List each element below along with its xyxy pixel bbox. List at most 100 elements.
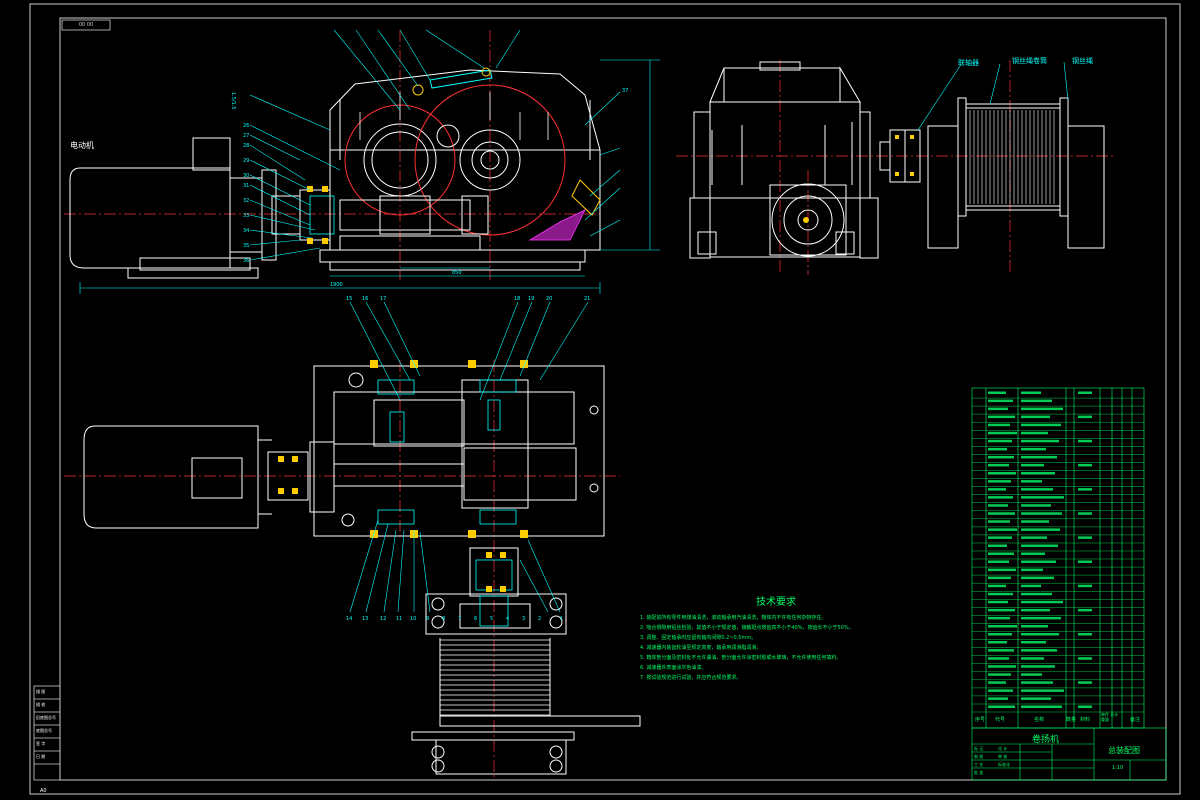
motor-plan bbox=[83, 425, 272, 529]
parts-cell-mark bbox=[988, 592, 1013, 596]
title-block bbox=[971, 727, 1167, 781]
parts-cell-mark bbox=[988, 633, 1012, 636]
parts-cell-mark bbox=[988, 544, 1007, 547]
parts-cell-mark bbox=[1021, 697, 1051, 700]
title-block-label: 审 核 bbox=[998, 754, 1008, 759]
parts-cell-mark bbox=[988, 496, 1013, 499]
parts-header-name: 名称 bbox=[1034, 717, 1045, 723]
part-callout: 11 bbox=[396, 616, 403, 622]
callout: 32 bbox=[243, 198, 250, 204]
parts-cell-mark bbox=[1021, 447, 1046, 451]
parts-cell-mark bbox=[1021, 415, 1050, 419]
parts-cell-mark bbox=[1021, 673, 1042, 676]
callout-25-text: 1.5/1.5 bbox=[230, 92, 236, 110]
tech-requirement-item: 2. 啮合侧隙用铅丝检验，其值不小于规定值，接触斑点按齿高不小于40%，按齿长不… bbox=[640, 625, 854, 631]
title-block-label: 工 艺 bbox=[974, 762, 984, 767]
gear-right bbox=[414, 84, 566, 236]
parts-cell-mark bbox=[1021, 472, 1055, 475]
parts-cell-mark bbox=[988, 568, 1016, 572]
parts-cell-mark bbox=[1021, 625, 1048, 628]
parts-cell-mark bbox=[988, 480, 1011, 483]
parts-cell-mark bbox=[1021, 552, 1045, 555]
parts-cell-mark bbox=[988, 689, 1013, 692]
parts-cell-mark bbox=[988, 576, 1011, 580]
callout: 33 bbox=[243, 213, 250, 219]
part-callout: 17 bbox=[380, 296, 387, 302]
parts-cell-mark bbox=[988, 512, 1015, 515]
title-block-label: 标 记 bbox=[974, 746, 984, 751]
parts-cell-mark bbox=[1021, 528, 1060, 531]
tech-requirements-title: 技术要求 bbox=[756, 597, 796, 608]
corner-code: A0 bbox=[40, 788, 47, 794]
parts-cell-mark bbox=[1078, 657, 1092, 660]
parts-cell-mark bbox=[1021, 616, 1061, 620]
side-label-rope: 钢丝绳 bbox=[1072, 57, 1093, 65]
part-callout: 10 bbox=[410, 616, 417, 622]
coupling-side bbox=[879, 129, 921, 183]
tech-requirements-list: 1. 装配前所有零件用煤油清洗，滚动轴承用汽油清洗，箱体内不许有任何杂物存在。 … bbox=[640, 613, 900, 683]
parts-cell-mark bbox=[1021, 536, 1047, 539]
parts-cell-mark bbox=[988, 439, 1012, 443]
parts-list-text-marks bbox=[988, 391, 1092, 708]
parts-cell-mark bbox=[1078, 608, 1092, 612]
left-strip-label: 旧底图总号 bbox=[36, 715, 56, 720]
parts-cell-mark bbox=[1021, 504, 1051, 507]
parts-cell-mark bbox=[988, 608, 1015, 612]
parts-header-qty: 数量 bbox=[1066, 717, 1077, 723]
parts-header-material: 材料 bbox=[1080, 717, 1091, 723]
parts-cell-mark bbox=[1078, 560, 1092, 563]
callout: 35 bbox=[243, 243, 250, 249]
left-strip-label: 底图总号 bbox=[36, 728, 52, 733]
gearbox-side bbox=[689, 61, 879, 259]
frame-tag: 00 00 bbox=[78, 22, 94, 28]
parts-cell-mark bbox=[988, 560, 1009, 563]
part-callout: 9 bbox=[426, 616, 430, 622]
tech-requirement-item: 1. 装配前所有零件用煤油清洗，滚动轴承用汽油清洗，箱体内不许有任何杂物存在。 bbox=[640, 615, 827, 621]
parts-cell-mark bbox=[988, 681, 1006, 684]
left-strip-label: 描 校 bbox=[36, 702, 46, 707]
parts-cell-mark bbox=[1021, 576, 1054, 580]
callout: 27 bbox=[243, 133, 250, 139]
parts-cell-mark bbox=[1021, 407, 1063, 411]
parts-cell-mark bbox=[1021, 608, 1050, 612]
part-callout: 3 bbox=[522, 616, 526, 622]
parts-cell-mark bbox=[1078, 488, 1092, 491]
parts-cell-mark bbox=[988, 472, 1016, 475]
tech-requirement-item: 4. 减速器内装齿轮油至规定高度，轴承用润滑脂润滑。 bbox=[640, 645, 762, 651]
parts-header-code: 代号 bbox=[995, 717, 1006, 723]
callout: 26 bbox=[243, 123, 250, 129]
parts-cell-mark bbox=[1021, 600, 1063, 604]
drum-rope-lines bbox=[969, 110, 1055, 204]
parts-cell-mark bbox=[1021, 568, 1043, 572]
callout: 29 bbox=[243, 158, 250, 164]
part-callout: 4 bbox=[506, 616, 510, 622]
parts-cell-mark bbox=[1021, 439, 1059, 443]
parts-cell-mark bbox=[1078, 463, 1092, 467]
title-block-label: 标准化 bbox=[998, 762, 1010, 767]
parts-cell-mark bbox=[988, 641, 1007, 644]
parts-cell-mark bbox=[988, 552, 1014, 555]
part-callout: 2 bbox=[538, 616, 542, 622]
parts-cell-mark bbox=[1021, 399, 1052, 403]
parts-cell-mark bbox=[988, 665, 1016, 668]
parts-cell-mark bbox=[988, 423, 1010, 427]
parts-cell-mark bbox=[988, 455, 1014, 459]
part-callout: 12 bbox=[380, 616, 387, 622]
parts-cell-mark bbox=[988, 520, 1010, 523]
left-strip-label: 签 字 bbox=[36, 741, 46, 746]
motor-label: 电动机 bbox=[70, 141, 94, 150]
inner-frame bbox=[59, 17, 1167, 781]
parts-cell-mark bbox=[988, 431, 1017, 435]
drum-plan-rope-lines bbox=[440, 639, 550, 716]
title-block-label: 批 准 bbox=[974, 770, 984, 775]
callout: 36 bbox=[243, 258, 250, 264]
parts-cell-mark bbox=[988, 415, 1015, 419]
parts-cell-mark bbox=[1021, 633, 1059, 636]
parts-cell-mark bbox=[1078, 415, 1092, 419]
parts-cell-mark bbox=[988, 649, 1014, 652]
parts-cell-mark bbox=[1021, 665, 1055, 668]
side-label-coupling: 联轴器 bbox=[958, 59, 979, 67]
parts-cell-mark bbox=[1021, 423, 1061, 427]
gearbox-plan bbox=[313, 365, 605, 537]
